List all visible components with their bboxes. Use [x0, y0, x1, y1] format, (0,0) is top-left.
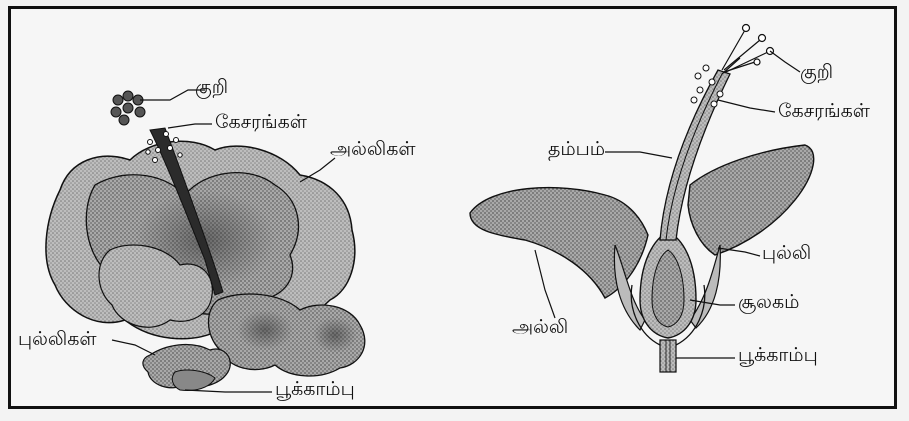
- leader-petals-left: [300, 158, 335, 182]
- label-sepals-left: புல்லிகள்: [18, 330, 97, 349]
- label-stigma-left: குறி: [195, 78, 228, 97]
- leader-stigma-right: [770, 51, 800, 72]
- label-pedicel-right: பூக்காம்பு: [738, 346, 818, 365]
- label-sepal-right: புல்லி: [762, 244, 811, 263]
- leader-stamens-left: [168, 124, 212, 128]
- stigma-lobes: [111, 91, 145, 125]
- label-ovary-right: சூலகம்: [738, 293, 799, 312]
- label-style-right: தம்பம்: [548, 140, 605, 159]
- label-petal-right: அல்லி: [512, 318, 568, 337]
- label-stamens-right: கேசரங்கள்: [778, 102, 870, 121]
- label-pedicel-left: பூக்காம்பு: [275, 380, 355, 399]
- leader-style-right: [605, 152, 672, 158]
- label-stigma-right: குறி: [800, 63, 833, 82]
- pedicel-right: [660, 340, 676, 372]
- leader-pedicel-left: [185, 390, 272, 392]
- leader-petal-right: [535, 250, 555, 318]
- stigma-branches: [722, 25, 774, 75]
- petal-right: [688, 145, 814, 255]
- label-stamens-left: கேசரங்கள்: [215, 113, 307, 132]
- leader-stamens-right: [718, 100, 775, 112]
- leader-sepals-left: [112, 340, 155, 355]
- label-petals-left: அல்லிகள்: [330, 140, 416, 159]
